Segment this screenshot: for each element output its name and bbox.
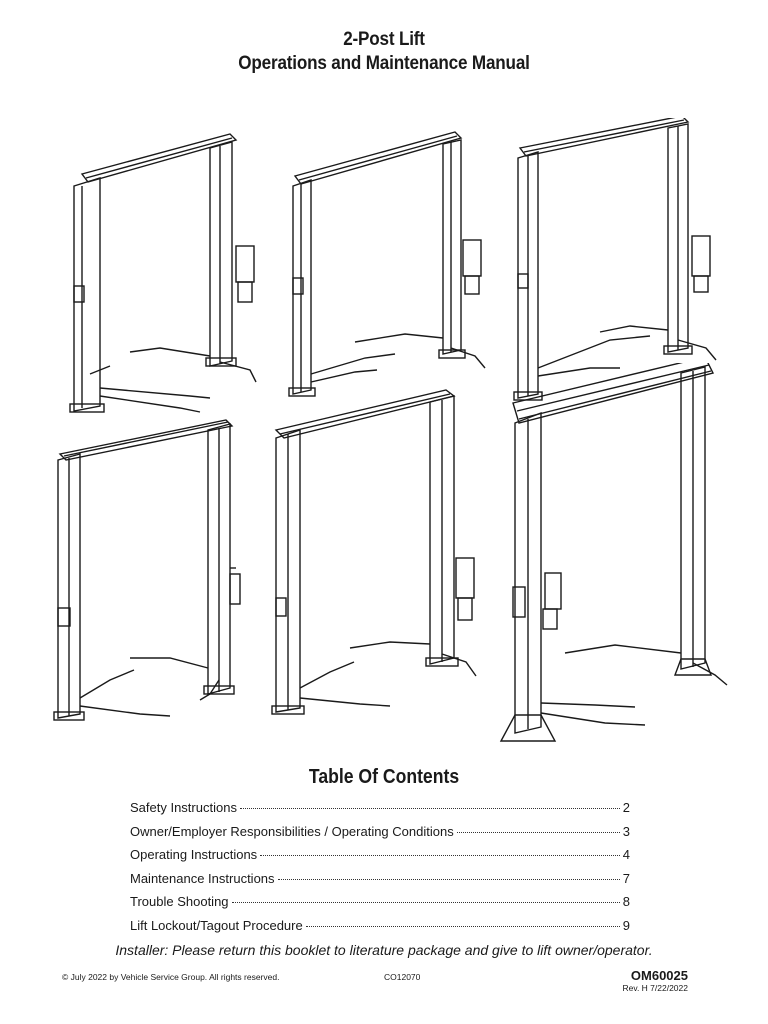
toc-entry-page: 3 bbox=[622, 823, 630, 839]
toc-entry-maintenance-instructions[interactable]: Maintenance Instructions 7 bbox=[130, 867, 630, 891]
title-line-2: Operations and Maintenance Manual bbox=[238, 53, 530, 74]
title-line-1: 2-Post Lift bbox=[343, 29, 425, 50]
toc-leader-dots bbox=[305, 925, 620, 927]
document-id-block: OM60025 Rev. H 7/22/2022 bbox=[622, 968, 688, 993]
toc-entry-trouble-shooting[interactable]: Trouble Shooting 8 bbox=[130, 890, 630, 914]
lift-illustration-icon bbox=[270, 388, 490, 718]
lift-illustrations bbox=[40, 118, 740, 748]
toc-leader-dots bbox=[456, 831, 620, 833]
installer-note: Installer: Please return this booklet to… bbox=[115, 942, 653, 958]
toc-entry-operating-instructions[interactable]: Operating Instructions 4 bbox=[130, 843, 630, 867]
toc-entry-label: Operating Instructions bbox=[130, 847, 258, 863]
toc-entry-page: 2 bbox=[622, 800, 630, 815]
copyright-notice: © July 2022 by Vehicle Service Group. Al… bbox=[62, 972, 280, 982]
table-of-contents: Safety Instructions 2 Owner/Employer Res… bbox=[130, 796, 630, 938]
lift-illustration-icon bbox=[60, 126, 270, 416]
manual-title: 2-Post Lift Operations and Maintenance M… bbox=[38, 28, 729, 76]
document-code: CO12070 bbox=[384, 972, 421, 982]
toc-heading: Table Of Contents bbox=[308, 766, 460, 788]
toc-entry-label: Maintenance Instructions bbox=[130, 870, 275, 886]
toc-entry-lockout-tagout[interactable]: Lift Lockout/Tagout Procedure 9 bbox=[130, 914, 630, 938]
toc-leader-dots bbox=[231, 901, 620, 904]
toc-entry-owner-responsibilities[interactable]: Owner/Employer Responsibilities / Operat… bbox=[130, 820, 630, 844]
toc-entry-page: 8 bbox=[622, 894, 630, 910]
lift-illustration-icon bbox=[50, 418, 275, 723]
toc-entry-page: 9 bbox=[622, 917, 630, 933]
toc-entry-page: 4 bbox=[622, 847, 630, 863]
toc-entry-page: 7 bbox=[622, 870, 630, 886]
lift-illustration-icon bbox=[510, 118, 730, 403]
toc-entry-safety-instructions[interactable]: Safety Instructions 2 bbox=[130, 796, 630, 820]
toc-leader-dots bbox=[260, 854, 620, 857]
revision-date: Rev. H 7/22/2022 bbox=[622, 983, 688, 993]
toc-leader-dots bbox=[277, 878, 620, 880]
document-number: OM60025 bbox=[630, 968, 688, 983]
toc-entry-label: Lift Lockout/Tagout Procedure bbox=[130, 917, 303, 933]
lift-illustration-icon bbox=[495, 363, 740, 748]
toc-entry-label: Safety Instructions bbox=[130, 800, 237, 815]
toc-entry-label: Owner/Employer Responsibilities / Operat… bbox=[130, 823, 454, 839]
toc-entry-label: Trouble Shooting bbox=[130, 894, 229, 910]
toc-leader-dots bbox=[239, 807, 620, 809]
lift-illustration-icon bbox=[285, 128, 500, 398]
